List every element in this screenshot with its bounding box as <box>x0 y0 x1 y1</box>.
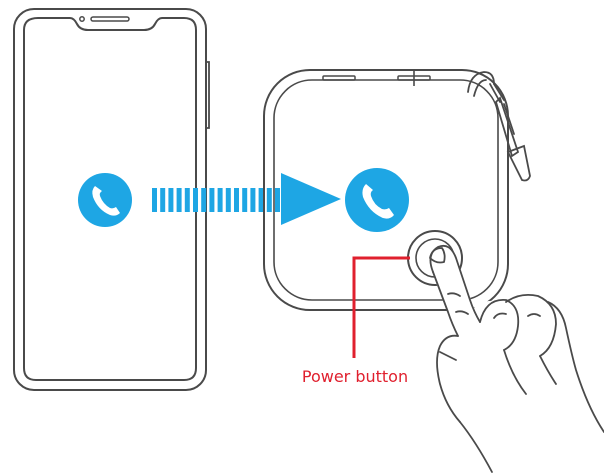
arrow-dash <box>168 188 174 212</box>
arrow-dash <box>225 188 231 212</box>
arrow-dash <box>234 188 239 212</box>
callout-line <box>352 256 410 358</box>
arrow-dash <box>266 188 272 212</box>
arrow-dash <box>160 188 166 212</box>
speaker-strap <box>467 71 531 182</box>
arrow-dash <box>193 188 198 212</box>
speaker <box>263 69 509 311</box>
callout-label: Power button <box>302 367 408 386</box>
arrow-dash <box>217 188 223 212</box>
arrow-dash <box>201 188 207 212</box>
phone-handset-icon <box>345 168 409 232</box>
arrow-dash <box>275 188 280 212</box>
arrow-right-icon <box>152 173 341 225</box>
arrow-dash <box>176 188 182 212</box>
arrow-dash <box>250 188 256 212</box>
arrow-dash <box>242 188 248 212</box>
phone-handset-icon <box>78 173 132 227</box>
pointing-finger-icon <box>429 244 604 475</box>
arrow-dash <box>184 188 190 212</box>
arrow-dash <box>209 188 215 212</box>
arrow-dash <box>258 188 264 212</box>
arrow-dash <box>152 188 157 212</box>
